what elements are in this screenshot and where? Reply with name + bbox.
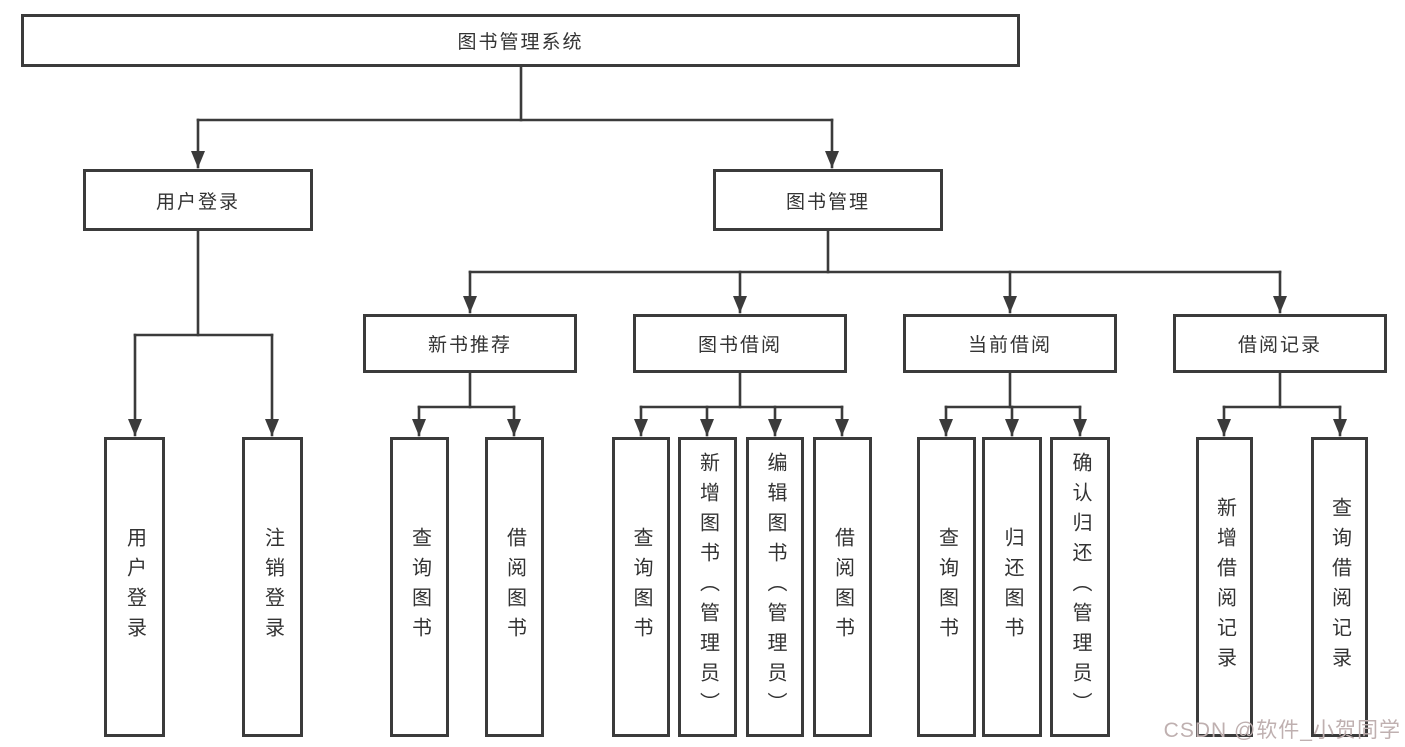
node-root-label: 图书管理系统 [457,32,584,53]
leaf-borrow-books: 借阅图书 [813,437,872,737]
leaf-add-borrow-record-label: 新增借阅记录 [1213,497,1236,677]
leaf-add-books-admin: 新增图书（管理员） [678,437,737,737]
leaf-borrow-books-recommend: 借阅图书 [485,437,544,737]
csdn-watermark: CSDN @软件_小贺同学 [1163,719,1401,742]
leaf-return-books: 归还图书 [982,437,1042,737]
leaf-logout-label: 注销登录 [261,527,284,647]
leaf-confirm-return-admin: 确认归还（管理员） [1050,437,1110,737]
leaf-add-borrow-record: 新增借阅记录 [1196,437,1253,737]
leaf-query-books-borrow-label: 查询图书 [630,527,652,647]
node-book-management: 图书管理 [713,169,943,231]
node-book-borrow-label: 图书借阅 [697,335,782,356]
leaf-edit-books-admin-label: 编辑图书（管理员） [764,452,786,722]
node-borrow-records: 借阅记录 [1173,314,1387,373]
node-new-book-recommend: 新书推荐 [363,314,577,373]
node-root-library-system: 图书管理系统 [21,14,1020,67]
leaf-query-books-current-label: 查询图书 [935,527,958,647]
leaf-query-books-current: 查询图书 [917,437,976,737]
leaf-user-login-label: 用户登录 [123,527,146,647]
leaf-return-books-label: 归还图书 [1001,527,1023,647]
leaf-query-books-recommend-label: 查询图书 [408,527,431,647]
leaf-query-borrow-record: 查询借阅记录 [1311,437,1368,737]
leaf-confirm-return-admin-label: 确认归还（管理员） [1069,452,1091,722]
node-book-management-label: 图书管理 [785,191,870,213]
leaf-add-books-admin-label: 新增图书（管理员） [696,452,719,722]
leaf-borrow-books-label: 借阅图书 [831,527,854,647]
node-user-login-branch-label: 用户登录 [155,191,240,213]
node-current-borrow: 当前借阅 [903,314,1117,373]
leaf-edit-books-admin: 编辑图书（管理员） [746,437,804,737]
leaf-user-login: 用户登录 [104,437,165,737]
leaf-logout: 注销登录 [242,437,303,737]
node-new-book-recommend-label: 新书推荐 [427,335,512,356]
leaf-query-books-borrow: 查询图书 [612,437,670,737]
node-book-borrow: 图书借阅 [633,314,847,373]
leaf-query-books-recommend: 查询图书 [390,437,449,737]
leaf-borrow-books-recommend-label: 借阅图书 [503,527,526,647]
node-user-login-branch: 用户登录 [83,169,313,231]
node-current-borrow-label: 当前借阅 [967,335,1052,356]
leaf-query-borrow-record-label: 查询借阅记录 [1328,497,1351,677]
node-borrow-records-label: 借阅记录 [1237,335,1322,356]
